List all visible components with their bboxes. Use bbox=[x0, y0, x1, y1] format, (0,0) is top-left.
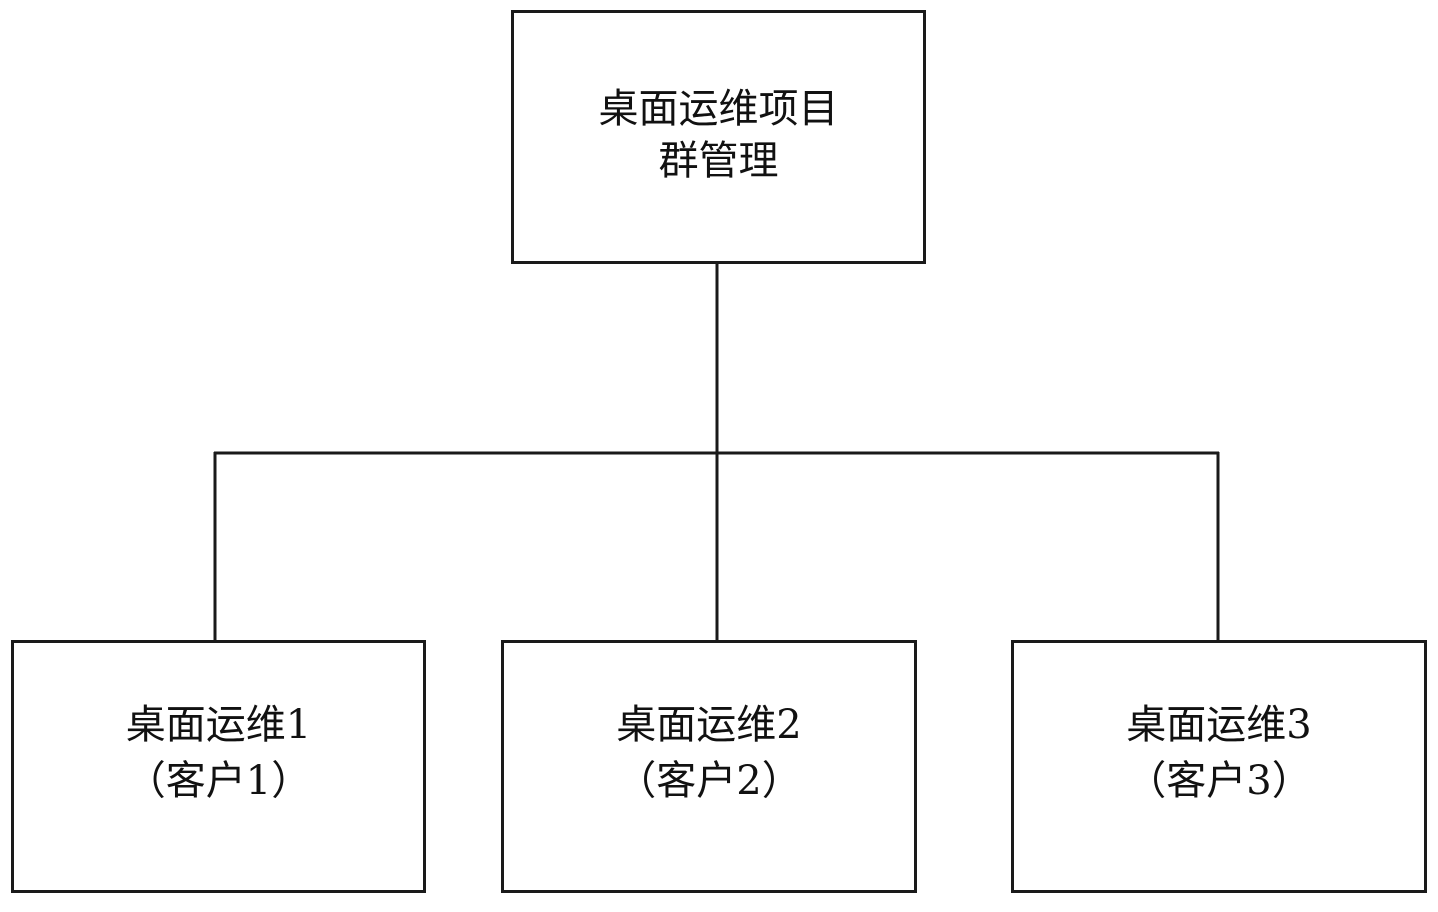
child-node-desktop-ops-3: 桌面运维3 （客户3） bbox=[1011, 640, 1427, 893]
root-node-project-group-management: 桌面运维项目 群管理 bbox=[511, 10, 926, 264]
child-node-1-label-line-1: 桌面运维1 bbox=[125, 701, 312, 748]
child-node-3-label-line-1: 桌面运维3 bbox=[1126, 701, 1312, 748]
child-node-1-label-line-2: （客户1） bbox=[125, 757, 312, 804]
root-node-label-line-1: 桌面运维项目 bbox=[598, 86, 839, 132]
child-node-2-label-line-1: 桌面运维2 bbox=[616, 701, 802, 748]
child-node-3-label-line-2: （客户3） bbox=[1126, 757, 1312, 804]
root-node-label-line-2: 群管理 bbox=[658, 138, 779, 184]
child-node-desktop-ops-1: 桌面运维1 （客户1） bbox=[11, 640, 426, 893]
child-node-2-label-line-2: （客户2） bbox=[616, 757, 802, 804]
child-node-desktop-ops-2: 桌面运维2 （客户2） bbox=[501, 640, 917, 893]
